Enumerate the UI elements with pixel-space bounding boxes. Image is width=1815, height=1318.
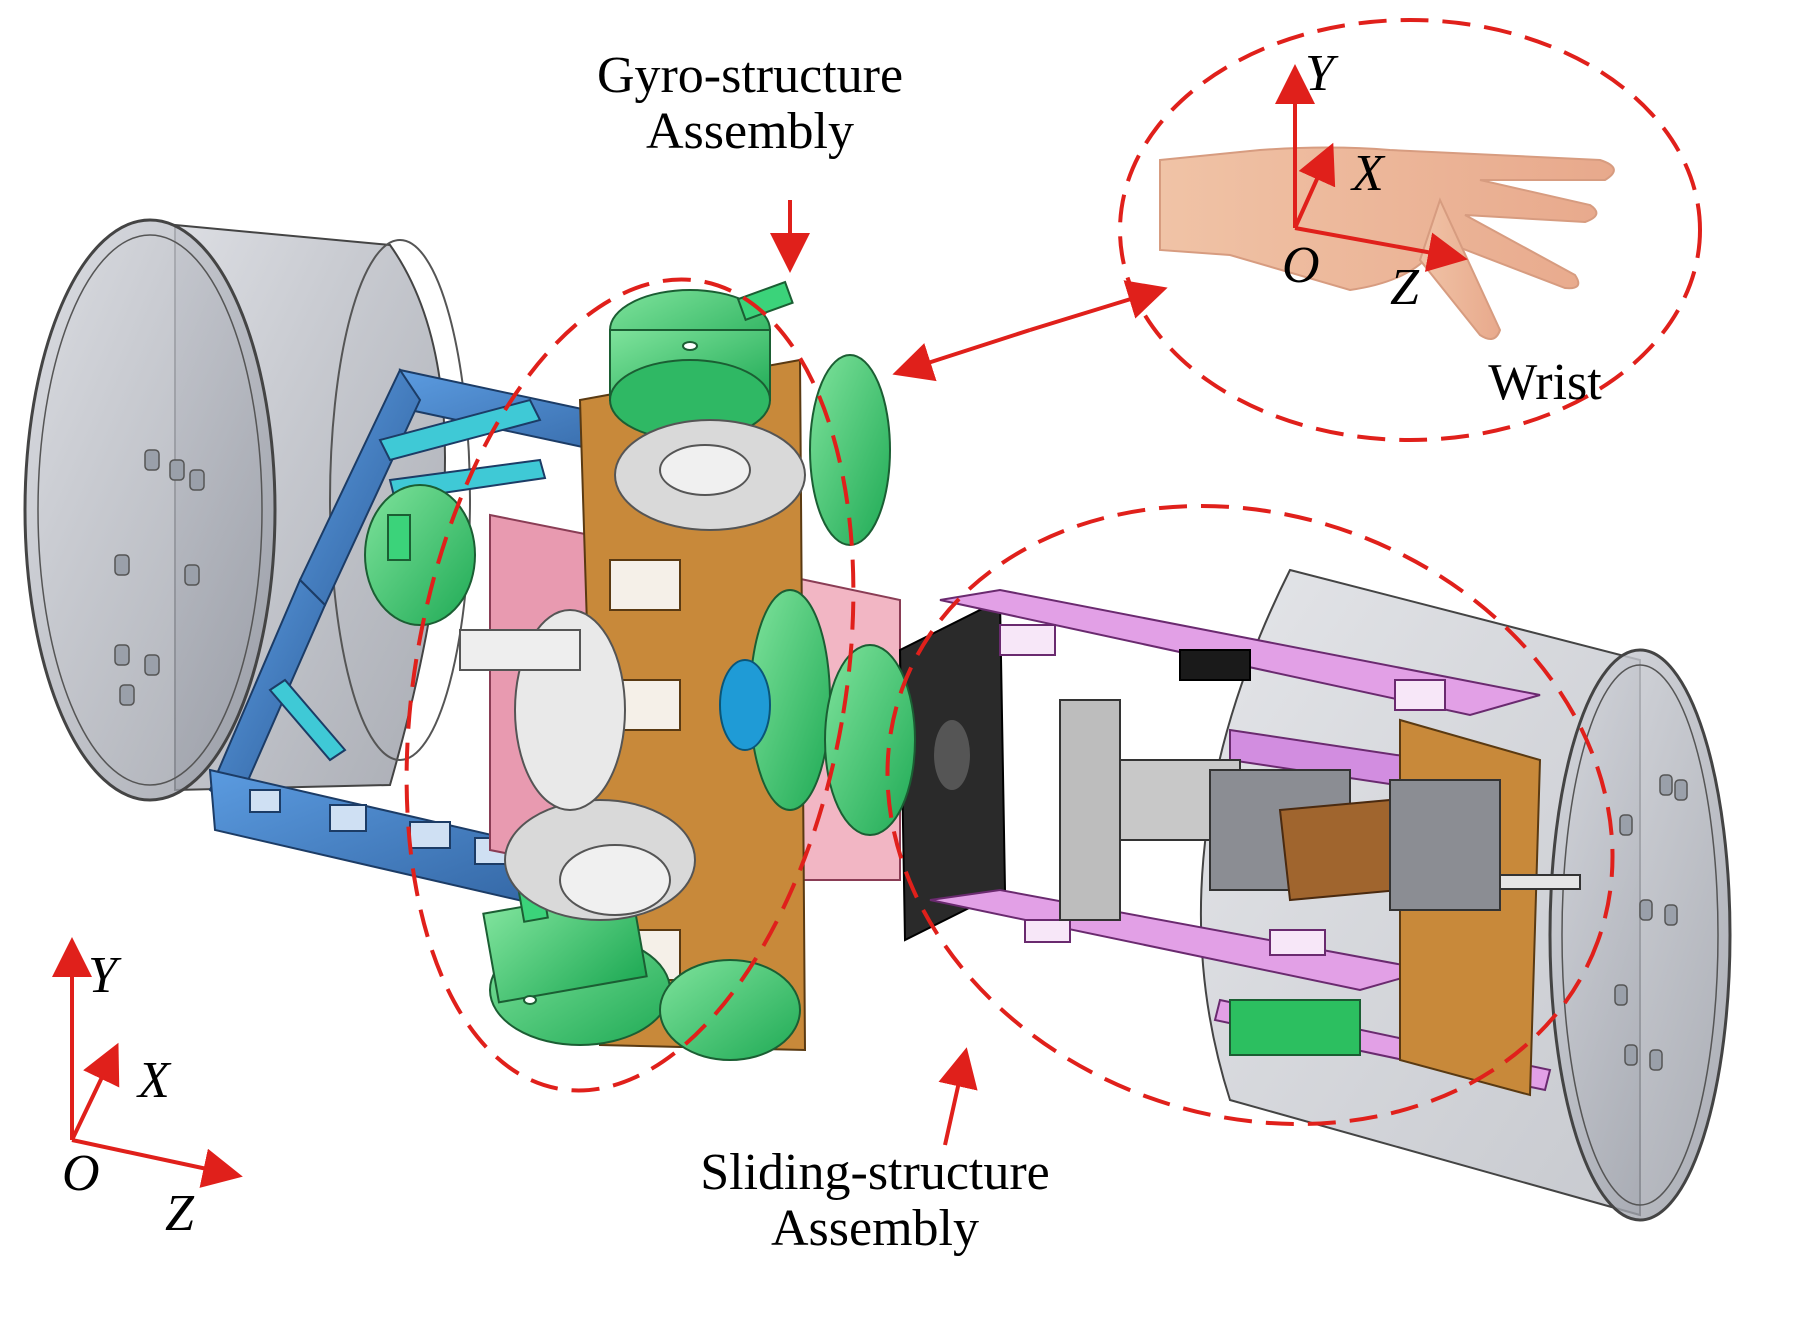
gyro-highlight-ellipse bbox=[404, 277, 856, 1093]
global-z-label: Z bbox=[165, 1185, 194, 1242]
wrist-highlight-ellipse bbox=[1118, 18, 1702, 442]
gyro-structure-label: Gyro-structure Assembly bbox=[540, 47, 960, 161]
sliding-pointer-arrow bbox=[938, 1047, 978, 1146]
wrist-axes bbox=[1275, 64, 1468, 272]
wrist-z-axis-arrow bbox=[1294, 226, 1468, 272]
gyro-assembly bbox=[364, 280, 901, 1061]
global-x-axis-arrow bbox=[70, 1042, 120, 1141]
sliding-assembly bbox=[929, 588, 1581, 1097]
sliding-highlight-ellipse bbox=[885, 503, 1615, 1127]
sliding-structure-label-line2: Assembly bbox=[771, 1200, 979, 1258]
left-wheel-shell bbox=[23, 218, 471, 802]
wrist-z-label: Z bbox=[1390, 259, 1419, 316]
gyro-structure-label-line2: Assembly bbox=[646, 103, 854, 161]
global-axes bbox=[52, 937, 243, 1188]
global-o-label: O bbox=[62, 1145, 100, 1202]
wrist-label: Wrist bbox=[1488, 354, 1602, 411]
global-z-axis-arrow bbox=[71, 1138, 243, 1188]
global-y-label: Y bbox=[88, 947, 117, 1004]
wrist-o-label: O bbox=[1282, 237, 1320, 294]
wrist-x-label: X bbox=[1352, 145, 1384, 202]
wrist-x-axis-arrow bbox=[1293, 142, 1336, 229]
wrist-link-arrow-b bbox=[1029, 280, 1168, 332]
wrist-link-arrow-a bbox=[892, 328, 1031, 382]
sliding-structure-label: Sliding-structure Assembly bbox=[640, 1144, 1110, 1258]
sliding-structure-label-line1: Sliding-structure bbox=[700, 1144, 1050, 1201]
global-x-label: X bbox=[138, 1052, 170, 1109]
gyro-structure-label-line1: Gyro-structure bbox=[596, 47, 904, 104]
wrist-y-label: Y bbox=[1305, 45, 1334, 102]
annotation-arrows bbox=[770, 200, 1168, 1146]
